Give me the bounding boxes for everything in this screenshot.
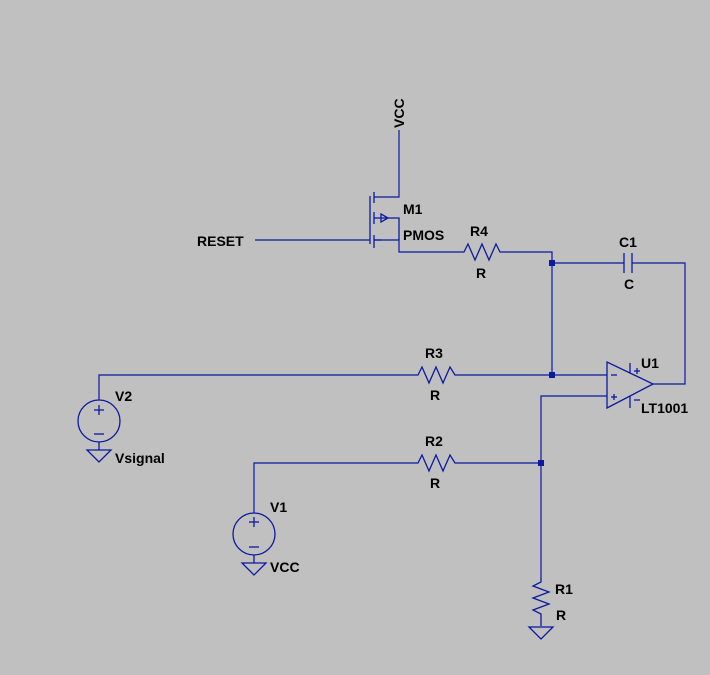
label-c1-value: C xyxy=(624,276,634,292)
label-v1-value: VCC xyxy=(270,559,300,575)
label-u1-model: LT1001 xyxy=(641,400,688,416)
u1-opamp-symbol[interactable] xyxy=(606,360,655,410)
label-v2-value: Vsignal xyxy=(115,450,165,466)
v2-voltage-source-symbol[interactable] xyxy=(77,399,121,450)
r2-resistor-symbol[interactable] xyxy=(414,453,460,473)
v1-ground-icon xyxy=(240,562,268,576)
label-v1-name: V1 xyxy=(270,499,287,515)
label-vcc-top: VCC xyxy=(391,98,407,128)
label-u1-name: U1 xyxy=(641,355,659,371)
junction-inverting-node xyxy=(549,372,555,378)
junction-c1-node xyxy=(549,260,555,266)
label-r4-name: R4 xyxy=(470,223,488,239)
label-r3-name: R3 xyxy=(425,345,443,361)
v2-ground-icon xyxy=(85,449,113,463)
wire-v1-r2[interactable] xyxy=(253,462,414,513)
wire-r4-node[interactable] xyxy=(504,251,553,263)
label-r2-value: R xyxy=(430,475,440,491)
label-c1-name: C1 xyxy=(619,234,637,250)
wires xyxy=(98,130,686,578)
m1-pmos-symbol[interactable] xyxy=(369,192,400,248)
label-r2-name: R2 xyxy=(425,433,443,449)
label-v2-name: V2 xyxy=(115,388,132,404)
wire-noninverting[interactable] xyxy=(540,395,607,463)
c1-capacitor-symbol[interactable] xyxy=(623,253,633,273)
r3-resistor-symbol[interactable] xyxy=(414,365,460,385)
label-reset: RESET xyxy=(197,233,244,249)
junction-noninverting-node xyxy=(538,460,544,466)
wire-c1-output[interactable] xyxy=(632,262,686,385)
label-m1-name: M1 xyxy=(403,201,423,217)
label-r4-value: R xyxy=(476,265,486,281)
v1-voltage-source-symbol[interactable] xyxy=(232,512,276,563)
r1-resistor-symbol[interactable] xyxy=(531,578,551,626)
label-r1-value: R xyxy=(556,607,566,623)
r4-resistor-symbol[interactable] xyxy=(460,242,504,262)
label-r1-name: R1 xyxy=(555,581,573,597)
label-r3-value: R xyxy=(430,387,440,403)
label-m1-model: PMOS xyxy=(403,227,444,243)
wire-vcc-m1[interactable] xyxy=(374,130,400,198)
wire-m1-r4[interactable] xyxy=(374,239,460,253)
r1-ground-icon xyxy=(527,626,555,640)
wire-v2-r3[interactable] xyxy=(98,374,414,400)
